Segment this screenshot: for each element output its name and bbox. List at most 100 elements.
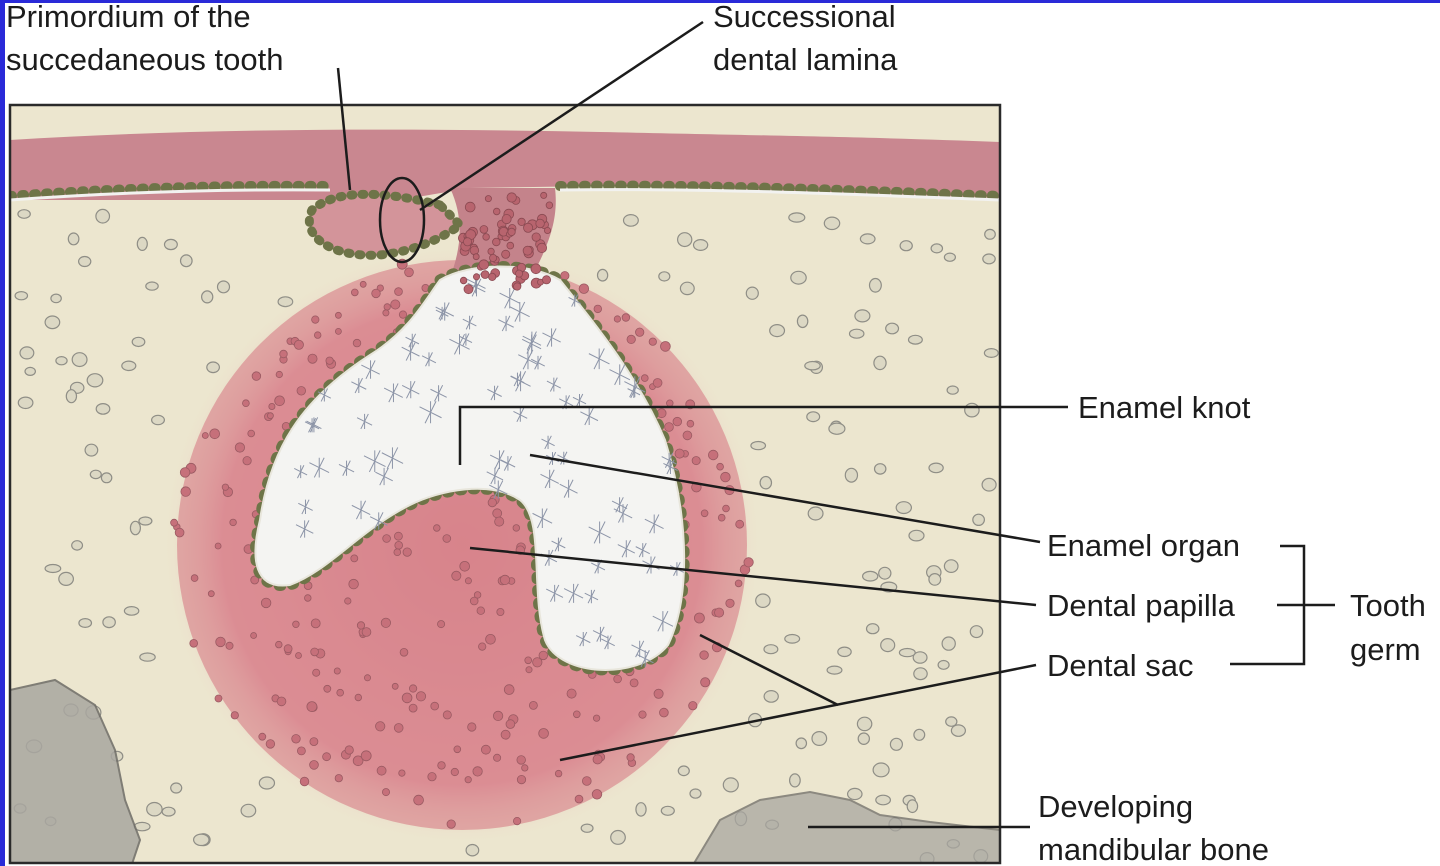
- sac-cell: [242, 399, 250, 408]
- leader-primordium: [336, 67, 352, 191]
- mesenchyme-cell: [679, 281, 695, 296]
- mesenchyme-cell: [138, 516, 153, 526]
- sac-cell: [334, 311, 342, 319]
- leader-successional: [419, 20, 704, 212]
- sac-cell: [350, 554, 359, 563]
- mesenchyme-cell: [136, 236, 148, 251]
- sac-cell: [230, 711, 239, 720]
- sac-cell: [314, 331, 322, 339]
- stellate-cell: [542, 328, 561, 347]
- stellate-cell: [498, 315, 514, 332]
- basal-cell-layer: [10, 180, 1000, 201]
- sac-cell: [638, 710, 647, 719]
- mesenchyme-cell: [868, 277, 882, 293]
- mesenchyme-cell: [811, 730, 828, 746]
- mesenchyme-cell: [622, 213, 639, 227]
- mesenchyme-cell: [689, 788, 702, 799]
- sac-cell: [700, 509, 709, 518]
- sac-cell: [659, 707, 669, 718]
- stellate-cell: [489, 480, 508, 499]
- mesenchyme-cell: [837, 646, 852, 658]
- mesenchyme-cell: [71, 540, 84, 551]
- sac-cell: [296, 746, 306, 756]
- sac-cell: [613, 674, 622, 684]
- sac-cell: [371, 288, 381, 299]
- sac-cell: [291, 734, 301, 744]
- sac-cell: [493, 753, 502, 762]
- sac-cell: [494, 516, 505, 527]
- mesenchyme-cell: [19, 346, 35, 360]
- lamina-cell: [487, 247, 495, 255]
- mesenchyme-cell: [145, 281, 159, 291]
- mesenchyme-cell: [983, 348, 999, 359]
- stellate-reticulum: [294, 273, 684, 668]
- mesenchyme-cell: [100, 472, 113, 484]
- mesenchyme-cell: [50, 293, 62, 304]
- mesenchyme-cell: [969, 625, 984, 639]
- sac-cell: [635, 327, 645, 337]
- mesenchyme-cell: [788, 212, 806, 223]
- lamina-cell: [517, 217, 526, 226]
- sac-cell: [381, 788, 390, 797]
- sac-cell: [292, 620, 300, 628]
- sac-cell: [214, 694, 223, 703]
- sac-cell: [464, 776, 472, 784]
- sac-cell: [708, 449, 719, 461]
- mesenchyme-cell: [981, 477, 997, 492]
- mesenchyme-cell: [77, 255, 92, 268]
- sac-cell: [473, 591, 482, 599]
- sac-cell: [354, 693, 362, 702]
- sac-cell: [352, 338, 362, 348]
- stellate-cell: [363, 450, 386, 473]
- sac-cell: [487, 497, 497, 508]
- lamina-cell: [472, 273, 480, 281]
- lamina-cell: [482, 233, 490, 241]
- sac-cell: [492, 508, 503, 519]
- stellate-cell: [546, 377, 561, 392]
- mesenchyme-cell: [635, 802, 647, 817]
- sac-cell: [674, 448, 685, 459]
- sac-cell: [442, 534, 452, 543]
- sac-cell: [532, 657, 543, 668]
- sac-cell: [250, 575, 260, 585]
- mesenchyme-cell: [848, 328, 865, 339]
- stellate-cell: [486, 467, 504, 485]
- stellate-cell: [449, 333, 470, 355]
- sac-cell: [691, 456, 701, 466]
- sac-cell: [714, 607, 725, 618]
- stellate-cell: [361, 360, 380, 380]
- sac-cell: [722, 504, 730, 513]
- lamina-cell: [515, 269, 524, 278]
- sac-cell: [593, 304, 602, 314]
- sac-cell: [629, 678, 639, 688]
- mesenchyme-cell: [807, 506, 824, 521]
- sac-cell: [666, 399, 674, 407]
- mesenchyme-cell: [769, 324, 786, 338]
- mesenchyme-cell: [610, 829, 626, 845]
- mesenchyme-cell: [796, 314, 809, 329]
- mesenchyme-cell: [55, 356, 68, 366]
- lamina-cell: [506, 241, 515, 250]
- sac-cell: [401, 692, 413, 704]
- stellate-cell: [584, 589, 599, 604]
- lamina-cell: [463, 284, 474, 295]
- stellate-cell: [580, 407, 599, 426]
- mesenchyme-cell: [763, 690, 779, 703]
- lamina-cell: [531, 232, 541, 242]
- sac-cell: [725, 598, 735, 608]
- mesenchyme-cell: [139, 652, 156, 662]
- stellate-cell: [298, 499, 313, 515]
- sac-cell: [344, 597, 352, 605]
- sac-cell: [500, 729, 511, 740]
- stellate-cell: [499, 287, 521, 309]
- sac-cell: [538, 728, 549, 739]
- mesenchyme-cell: [240, 803, 257, 818]
- sac-cell: [499, 574, 511, 586]
- sac-cell: [402, 547, 412, 557]
- sac-cell: [516, 755, 526, 765]
- mesenchyme-cell: [161, 806, 176, 817]
- sac-cell: [430, 701, 440, 711]
- sac-cell: [325, 356, 334, 365]
- sac-cell: [505, 719, 516, 729]
- sac-cell: [717, 513, 726, 522]
